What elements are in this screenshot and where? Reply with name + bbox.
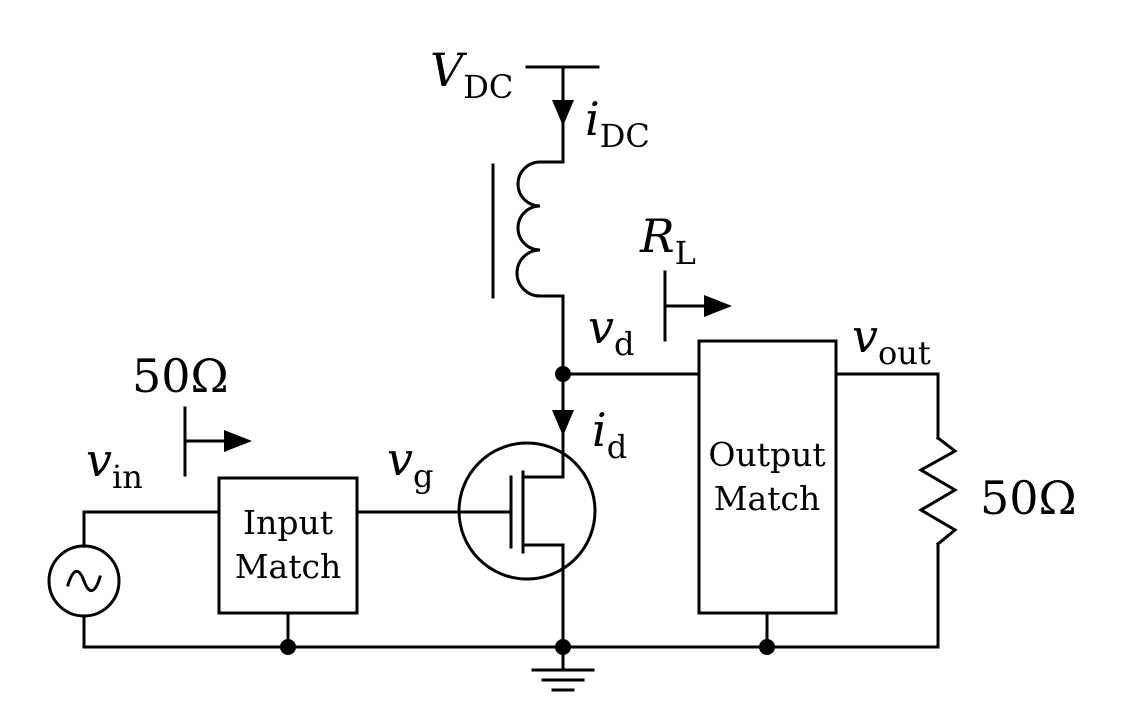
choke-inductor (515, 160, 565, 298)
id-label: id (592, 403, 627, 466)
output-match-label-line-2: Match (714, 479, 820, 518)
source-input-wire (82, 510, 221, 548)
output-match-block (697, 339, 838, 615)
rl-label: RL (639, 209, 696, 272)
vin-label: vin (86, 433, 143, 496)
ac-source-icon (66, 569, 102, 593)
vdc-label: VDC (430, 43, 513, 106)
idc-arrow (552, 100, 574, 126)
output-wire (834, 372, 940, 440)
input-match-block (217, 476, 359, 615)
load-impedance-label: 50Ω (980, 471, 1077, 525)
source-terminal (521, 543, 565, 649)
output-match-label-line-1: Output (708, 435, 825, 474)
vg-label: vg (387, 432, 433, 495)
load-resistor (917, 435, 958, 547)
vd-label: vd (588, 300, 634, 363)
id-arrow (552, 410, 574, 436)
ground-dot-output (759, 639, 775, 655)
drain-terminal (521, 450, 565, 479)
ground-dot-input (280, 639, 296, 655)
idc-label: iDC (585, 92, 650, 155)
rl-arrowhead (704, 295, 732, 317)
vout-label: vout (852, 309, 931, 372)
input-match-label-line-1: Input (243, 503, 333, 542)
input-impedance-label: 50Ω (132, 349, 229, 403)
input-match-label-line-2: Match (235, 547, 341, 586)
input-impedance-arrowhead (224, 430, 252, 452)
